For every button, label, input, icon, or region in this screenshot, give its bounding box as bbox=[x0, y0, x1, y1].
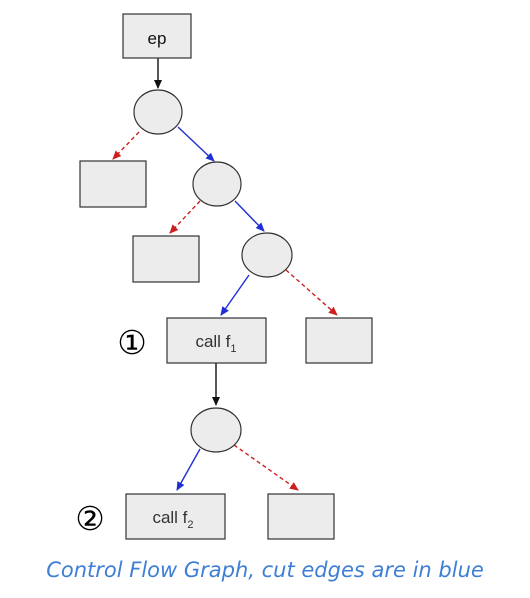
call-f2-label: call f bbox=[152, 508, 187, 527]
edge-branch2-to-leaf2 bbox=[169, 200, 201, 234]
leaf-node-4 bbox=[267, 493, 335, 540]
edge-branch4-to-leaf4 bbox=[233, 444, 299, 491]
cut-edge-branch1-to-branch2 bbox=[177, 126, 215, 162]
branch-node-2 bbox=[192, 161, 242, 207]
marker-1: ① bbox=[117, 323, 147, 362]
control-flow-graph: ep call f1 ① call f2 ② bbox=[75, 13, 373, 540]
svg-text:call f2: call f2 bbox=[152, 508, 193, 531]
call-f1-node: call f1 bbox=[166, 317, 267, 364]
entry-node: ep bbox=[122, 13, 192, 59]
call-f2-node: call f2 bbox=[125, 493, 226, 540]
leaf-node-2 bbox=[132, 235, 200, 283]
cut-edge-branch4-to-call-f2 bbox=[176, 448, 201, 491]
figure-caption: Control Flow Graph, cut edges are in blu… bbox=[46, 558, 484, 582]
edge-branch3-to-leaf3 bbox=[285, 269, 338, 316]
call-f2-subscript: 2 bbox=[187, 519, 193, 531]
leaf-node-3 bbox=[305, 317, 373, 364]
svg-text:call f1: call f1 bbox=[195, 332, 236, 355]
edge-branch1-to-leaf1 bbox=[112, 131, 140, 160]
branch-node-4 bbox=[190, 407, 242, 453]
branch-node-1 bbox=[133, 89, 183, 135]
branch-node-3 bbox=[241, 232, 293, 278]
call-f1-subscript: 1 bbox=[230, 343, 236, 355]
marker-2: ② bbox=[75, 499, 105, 538]
entry-node-label: ep bbox=[148, 29, 167, 48]
cut-edge-branch2-to-branch3 bbox=[234, 200, 265, 232]
leaf-node-1 bbox=[79, 160, 147, 208]
call-f1-label: call f bbox=[195, 332, 230, 351]
cut-edge-branch3-to-call-f1 bbox=[220, 274, 250, 316]
